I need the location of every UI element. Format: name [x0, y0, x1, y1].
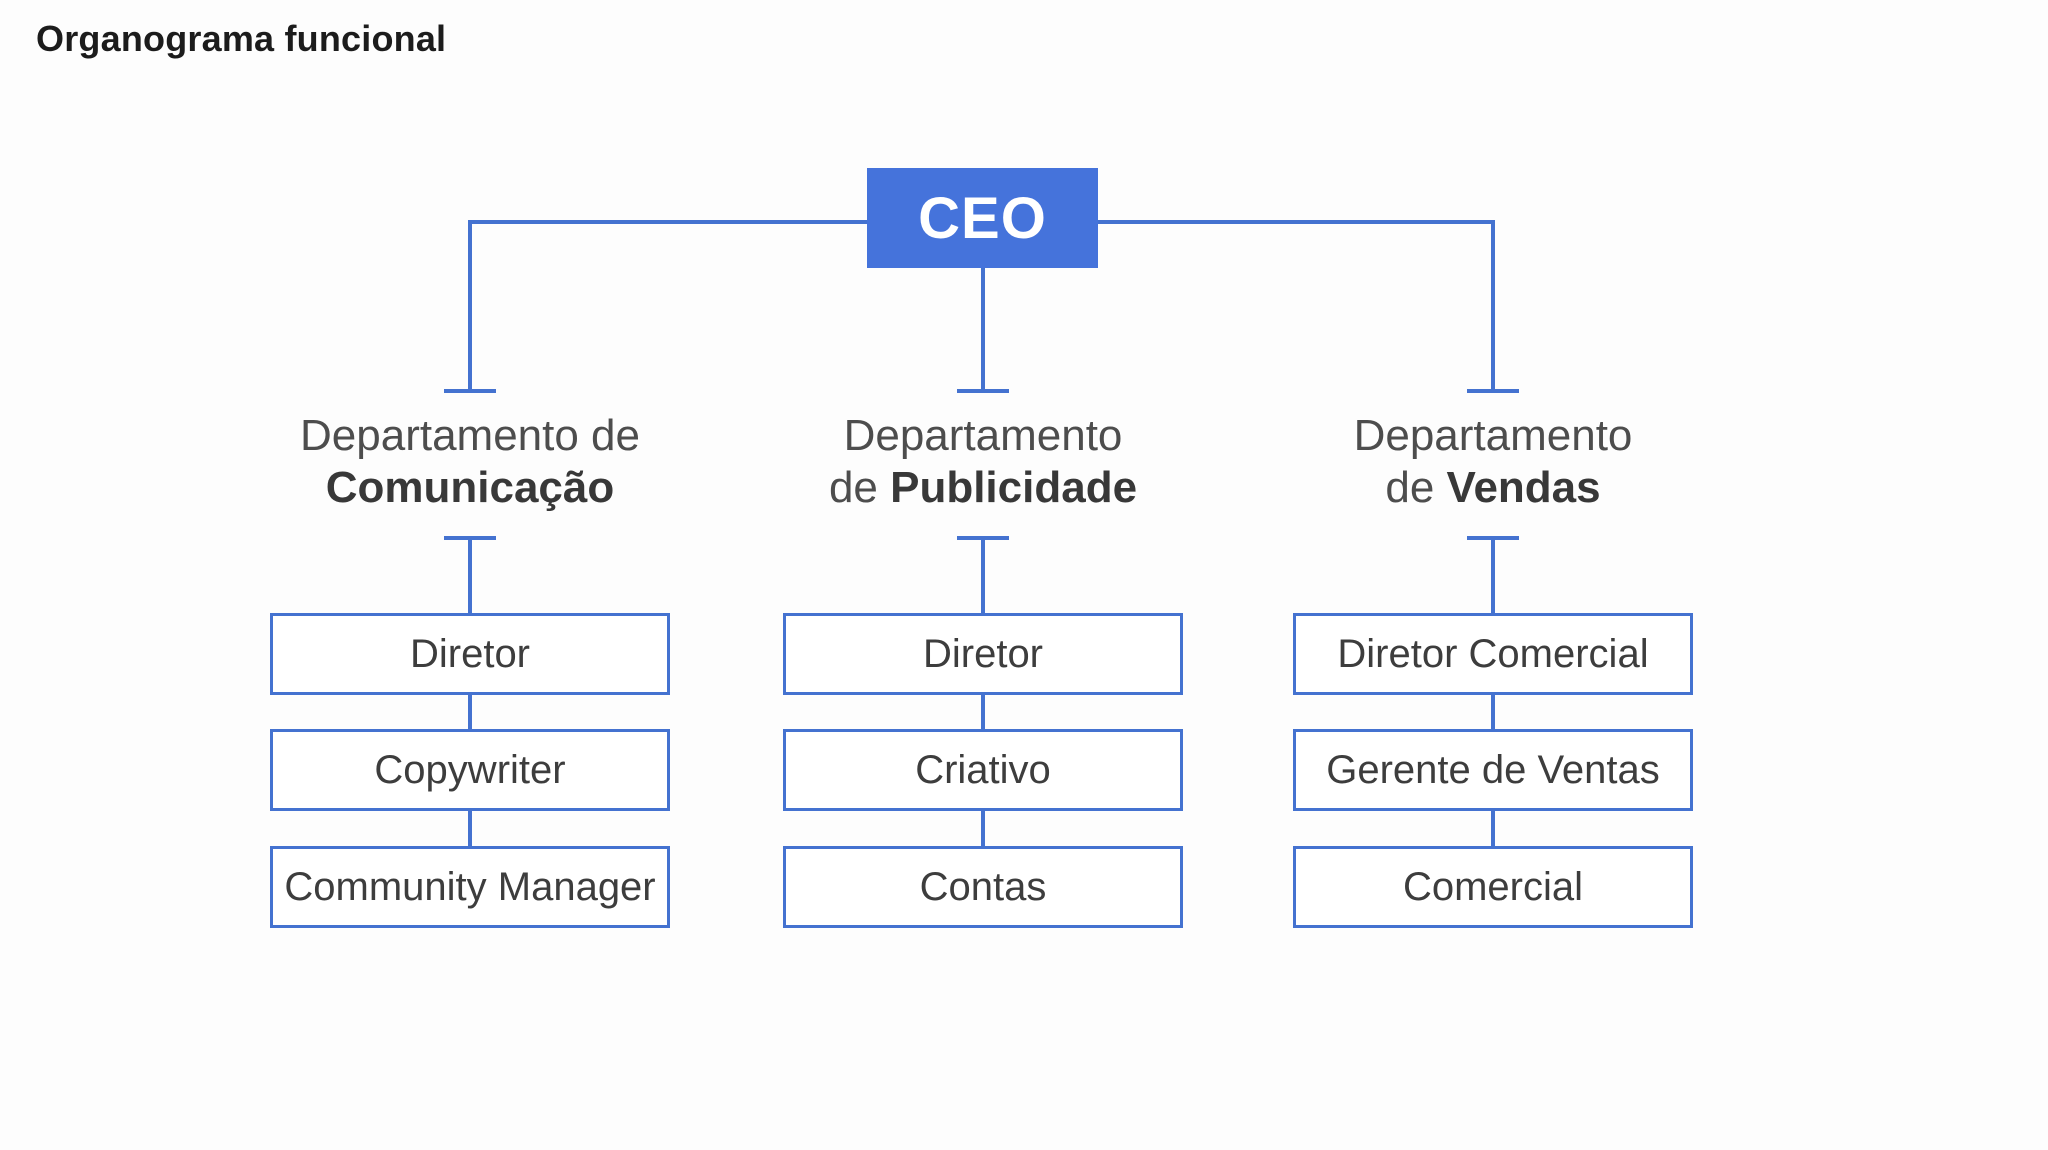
connector-label-to-box — [1491, 540, 1495, 613]
connector-box-to-box — [1491, 811, 1495, 846]
connector-drop-publicidade — [981, 268, 985, 392]
department-name-line1: Departamento — [843, 411, 1123, 460]
role-box-community-manager: Community Manager — [270, 846, 670, 928]
department-column-publicidade: Departamento de Publicidade Diretor Cria… — [783, 410, 1183, 930]
role-label: Community Manager — [284, 864, 656, 909]
department-name-line2: Comunicação — [325, 463, 615, 512]
role-box-comercial: Comercial — [1293, 846, 1693, 928]
role-box-diretor: Diretor — [270, 613, 670, 695]
connector-tbar-under-label — [957, 536, 1009, 540]
role-box-criativo: Criativo — [783, 729, 1183, 811]
department-column-vendas: Departamento de Vendas Diretor Comercial… — [1293, 410, 1693, 930]
page-title: Organograma funcional — [36, 18, 447, 59]
department-name-line1: Departamento — [1353, 411, 1633, 460]
role-box-diretor: Diretor — [783, 613, 1183, 695]
department-column-comunicacao: Departamento de Comunicação Diretor Copy… — [270, 410, 670, 930]
role-box-copywriter: Copywriter — [270, 729, 670, 811]
role-label: Diretor Comercial — [1337, 631, 1649, 676]
connector-box-to-box — [468, 811, 472, 846]
connector-tbar-publicidade — [957, 389, 1009, 393]
connector-tbar-under-label — [1467, 536, 1519, 540]
role-label: Diretor — [922, 631, 1044, 676]
connector-label-to-box — [468, 540, 472, 613]
connector-tbar-vendas — [1467, 389, 1519, 393]
role-label: Criativo — [915, 747, 1051, 792]
department-name-comunicacao: Departamento de Comunicação — [270, 410, 670, 514]
connector-box-to-box — [468, 695, 472, 729]
connector-drop-vendas — [1491, 220, 1495, 392]
ceo-node: CEO — [867, 168, 1098, 268]
ceo-label: CEO — [918, 185, 1047, 251]
role-box-contas: Contas — [783, 846, 1183, 928]
department-name-vendas: Departamento de Vendas — [1293, 410, 1693, 514]
connector-drop-comunicacao — [468, 220, 472, 392]
connector-label-to-box — [981, 540, 985, 613]
role-label: Gerente de Ventas — [1326, 747, 1660, 792]
connector-tbar-under-label — [444, 536, 496, 540]
department-name-line1: Departamento de — [300, 411, 640, 460]
role-label: Diretor — [409, 631, 531, 676]
connector-box-to-box — [981, 695, 985, 729]
connector-box-to-box — [981, 811, 985, 846]
department-name-line2: de Publicidade — [828, 463, 1138, 512]
role-label: Comercial — [1402, 864, 1584, 909]
role-box-diretor-comercial: Diretor Comercial — [1293, 613, 1693, 695]
role-box-gerente-de-ventas: Gerente de Ventas — [1293, 729, 1693, 811]
connector-box-to-box — [1491, 695, 1495, 729]
role-label: Copywriter — [374, 747, 566, 792]
role-label: Contas — [919, 864, 1047, 909]
connector-tbar-comunicacao — [444, 389, 496, 393]
department-name-publicidade: Departamento de Publicidade — [783, 410, 1183, 514]
department-name-line2: de Vendas — [1385, 463, 1601, 512]
